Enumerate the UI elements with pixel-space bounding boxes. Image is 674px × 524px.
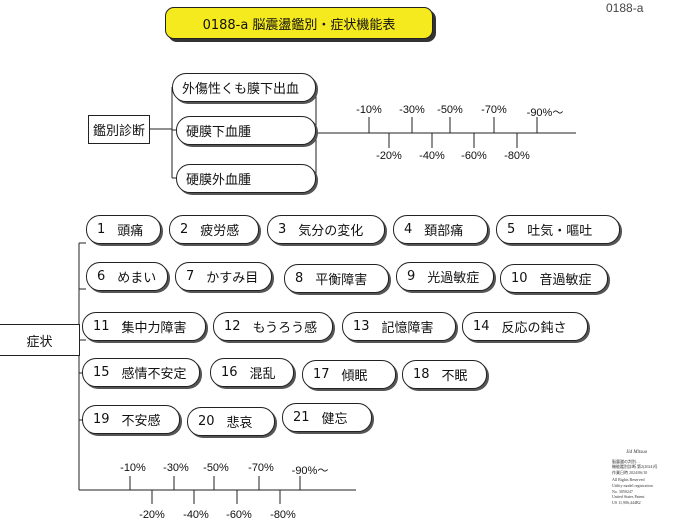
legal-line: United States Patent bbox=[612, 494, 645, 500]
legal-line: All Rights Reserved bbox=[612, 477, 645, 483]
corner-code: 0188-a bbox=[606, 1, 644, 15]
scale-top-label: -60% bbox=[461, 150, 487, 162]
scale-top-label: -30% bbox=[399, 104, 425, 116]
scale-top-label: -70% bbox=[481, 104, 507, 116]
differential-item-subarachnoid[interactable]: 外傷性くも膜下出血 bbox=[172, 73, 316, 102]
legal-line: No. 3050247 bbox=[612, 488, 633, 494]
symptoms-label: 症状 bbox=[0, 324, 80, 356]
legal-line: Utility model registration bbox=[612, 482, 653, 488]
scale-top-label: -90%～ bbox=[526, 107, 564, 119]
legal-notice: Jid Mitsuo 脳震盪の判別… 機能鑑別診断 第2(2024)号 作業日時… bbox=[612, 450, 672, 505]
scale-bottom-label: -90%～ bbox=[291, 465, 329, 477]
scale-bottom-label: -70% bbox=[248, 462, 274, 474]
differential-item-epidural[interactable]: 硬膜外血腫 bbox=[176, 164, 316, 193]
differential-item-subdural[interactable]: 硬膜下血腫 bbox=[176, 116, 316, 145]
scale-top-label: -20% bbox=[376, 150, 402, 162]
scale-bottom-label: -40% bbox=[183, 509, 209, 521]
signature: Jid Mitsuo bbox=[626, 450, 648, 455]
scale-bottom-label: -80% bbox=[270, 509, 296, 521]
scale-top-label: -50% bbox=[437, 104, 463, 116]
scale-bottom-label: -10% bbox=[120, 462, 146, 474]
differential-label: 鑑別診断 bbox=[88, 115, 150, 144]
scale-bottom-label: -20% bbox=[139, 509, 165, 521]
scale-bottom-label: -30% bbox=[163, 462, 189, 474]
scale-bottom-label: -50% bbox=[203, 462, 229, 474]
scale-bottom-label: -60% bbox=[226, 509, 252, 521]
scale-top-label: -40% bbox=[419, 150, 445, 162]
page-title: 0188-a 脳震盪鑑別・症状機能表 bbox=[165, 7, 433, 39]
legal-line: 作業日時 2024/06/10 bbox=[612, 469, 648, 475]
legal-line: US 11,906,444B2 bbox=[612, 499, 641, 505]
legal-line: 機能鑑別診断 第2(2024)号 bbox=[612, 464, 658, 470]
scale-top-label: -80% bbox=[504, 150, 530, 162]
scale-top-label: -10% bbox=[356, 104, 382, 116]
legal-line: 脳震盪の判別… bbox=[612, 458, 640, 464]
